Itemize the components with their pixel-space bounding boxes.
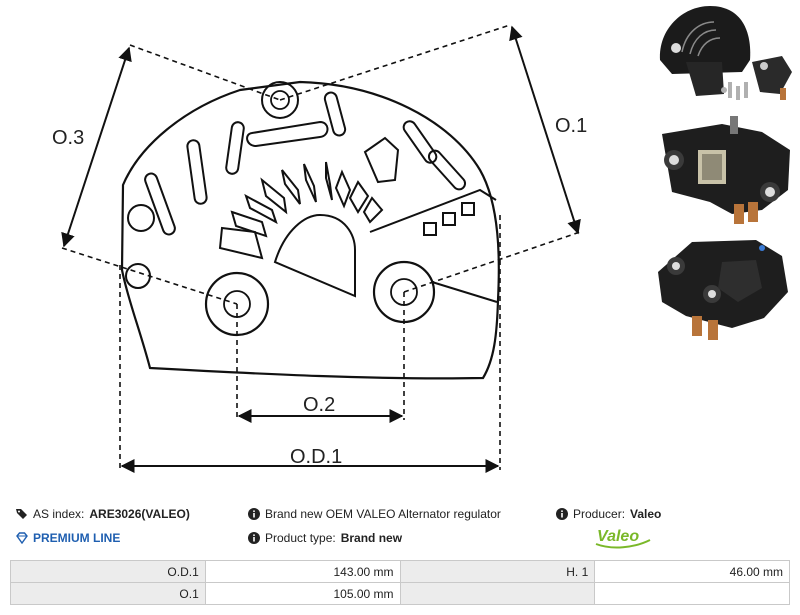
tags-icon: [16, 509, 27, 519]
info-icon: [248, 508, 260, 520]
regulator-photo-middle: [652, 110, 798, 228]
label-o1: O.1: [555, 115, 587, 137]
as-index: AS index: ARE3026(VALEO): [16, 507, 190, 521]
spec-value: 143.00 mm: [204, 560, 401, 583]
regulator-photo-top: [652, 2, 798, 108]
description-text: Brand new OEM VALEO Alternator regulator: [265, 507, 501, 521]
product-type-label: Product type:: [265, 531, 336, 545]
spec-label: H. 1: [399, 560, 596, 583]
info-icon: [556, 508, 568, 520]
regulator-photo-bottom: [652, 232, 798, 344]
spec-value: 46.00 mm: [594, 560, 790, 583]
right-lower-edge: [431, 281, 498, 303]
center-connector: [273, 213, 356, 298]
as-index-label: AS index:: [33, 507, 85, 521]
premium-line-text: PREMIUM LINE: [33, 531, 121, 545]
right-housing-block: [369, 188, 497, 233]
label-od1: O.D.1: [290, 446, 342, 468]
valeo-logo: Valeo: [595, 528, 651, 549]
product-type: Product type: Brand new: [248, 531, 402, 545]
spec-label: O.1: [10, 582, 206, 605]
o1-dimension-arrow: [509, 25, 581, 235]
inner-vent-fins: [218, 161, 384, 260]
label-o2: O.2: [303, 394, 335, 416]
terminal-squares: [423, 202, 475, 236]
diamond-icon: [16, 532, 28, 544]
left-lower-hole: [125, 263, 151, 289]
spec-value: [594, 582, 790, 605]
o3-dimension-arrow: [61, 46, 132, 248]
label-o3: O.3: [52, 127, 84, 149]
svg-text:Valeo: Valeo: [597, 528, 639, 545]
producer-value: Valeo: [630, 507, 662, 521]
product-description: Brand new OEM VALEO Alternator regulator: [248, 507, 501, 521]
product-type-value: Brand new: [340, 531, 403, 545]
left-small-hole: [127, 204, 155, 232]
premium-line-badge: PREMIUM LINE: [16, 531, 120, 545]
spec-label: O.D.1: [10, 560, 206, 583]
regulator-outline: [120, 80, 500, 380]
spec-value: 105.00 mm: [204, 582, 401, 605]
specs-table: O.D.1 143.00 mm H. 1 46.00 mm O.1 105.00…: [10, 560, 790, 605]
outer-vent-slots: [144, 91, 467, 236]
top-mount-hole: [261, 81, 299, 119]
info-icon: [248, 532, 260, 544]
table-row: O.1 105.00 mm: [10, 582, 790, 605]
regulator-technical-drawing: O.3 O.1 O.2 O.D.1: [52, 24, 587, 473]
producer: Producer: Valeo: [556, 507, 661, 521]
spec-label: [399, 582, 596, 605]
dimension-construction-lines: [61, 24, 581, 470]
top-mount-hole-inner: [270, 90, 290, 110]
table-row: O.D.1 143.00 mm H. 1 46.00 mm: [10, 560, 790, 583]
producer-label: Producer:: [573, 507, 626, 521]
as-index-value: ARE3026(VALEO): [89, 507, 190, 521]
